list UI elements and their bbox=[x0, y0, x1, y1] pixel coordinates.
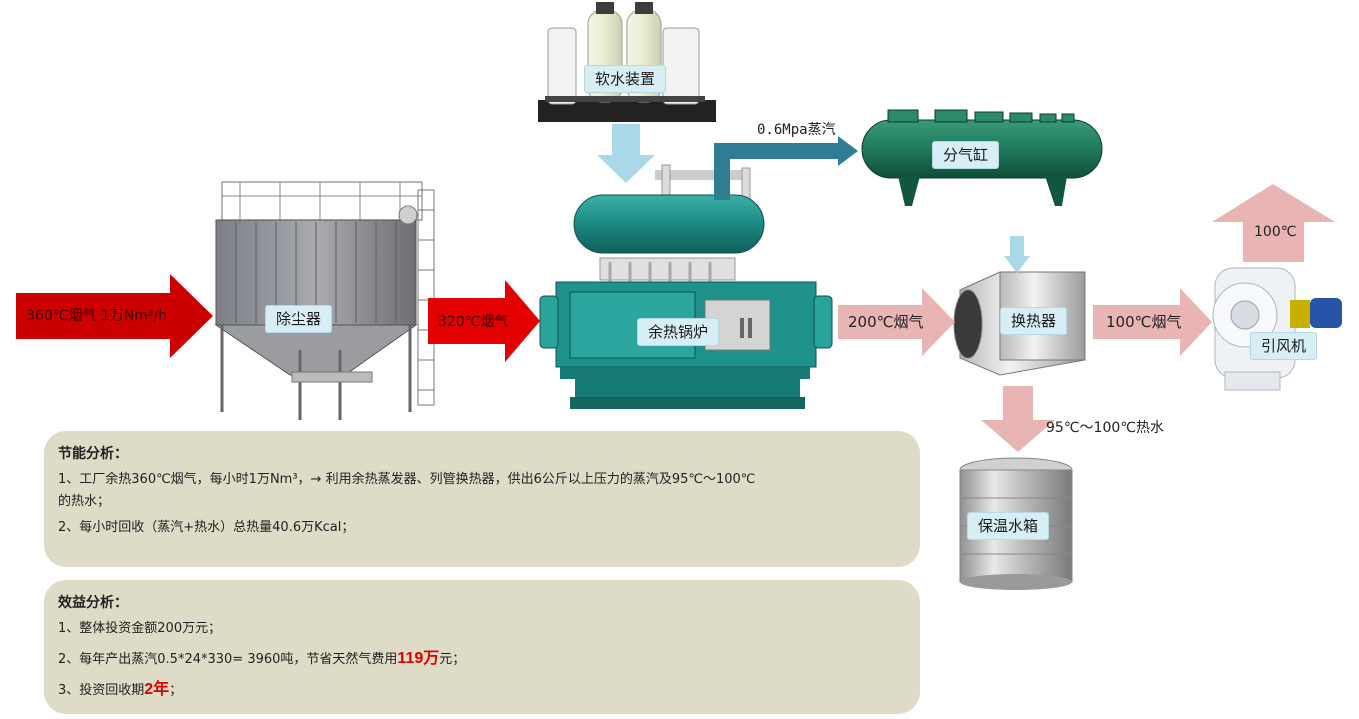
soft-water-label: 软水装置 bbox=[584, 65, 667, 93]
benefit-analysis-line-3: 3、投资回收期2年； bbox=[58, 679, 920, 702]
benefit-analysis-panel: 效益分析： 1、整体投资金额200万元； 2、每年产出蒸汽0.5*24*330=… bbox=[44, 580, 920, 714]
flue-100-text: 100℃烟气 bbox=[1106, 313, 1182, 331]
hot-water-arrow bbox=[981, 386, 1055, 452]
energy-analysis-title: 节能分析： bbox=[58, 446, 128, 462]
hot-water-text: 95℃～100℃热水 bbox=[1046, 420, 1164, 436]
benefit-line-3-suffix: ； bbox=[169, 683, 183, 698]
flue-320-arrow bbox=[428, 280, 540, 362]
heat-exchanger-label: 换热器 bbox=[1000, 307, 1068, 335]
benefit-analysis-line-2: 2、每年产出蒸汽0.5*24*330= 3960吨，节省天然气费用119万元； bbox=[58, 648, 920, 671]
payback-period-highlight: 2年 bbox=[144, 681, 170, 698]
soft-water-arrow bbox=[597, 124, 655, 183]
flue-320-text: 320℃烟气 bbox=[438, 314, 509, 330]
benefit-line-3-text: 3、投资回收期 bbox=[58, 683, 145, 698]
flue-200-arrow bbox=[838, 288, 955, 356]
energy-analysis-line-1: 1、工厂余热360℃烟气，每小时1万Nm³，→ 利用余热蒸发器、列管换热器，供出… bbox=[58, 472, 756, 487]
flue-100-arrow bbox=[1093, 288, 1212, 356]
steam-header-label: 分气缸 bbox=[932, 141, 1000, 169]
soft-water-unit-image bbox=[538, 2, 716, 122]
induced-fan-label: 引风机 bbox=[1250, 332, 1318, 360]
benefit-savings-highlight: 119万 bbox=[397, 650, 440, 667]
waste-heat-boiler-image bbox=[539, 164, 833, 409]
exhaust-arrow bbox=[1212, 184, 1335, 262]
dust-collector-label: 除尘器 bbox=[265, 305, 333, 333]
induced-fan-image bbox=[1212, 267, 1342, 391]
dust-collector-image bbox=[214, 181, 435, 420]
steam-text: 0.6Mpa蒸汽 bbox=[757, 122, 836, 138]
benefit-analysis-title: 效益分析： bbox=[58, 595, 128, 611]
energy-analysis-line-2: 2、每小时回收（蒸汽+热水）总热量40.6万Kcal； bbox=[58, 520, 355, 535]
benefit-line-2-suffix: 元； bbox=[439, 652, 466, 667]
waste-heat-boiler-label: 余热锅炉 bbox=[637, 318, 720, 346]
steam-to-exchanger-arrow bbox=[1004, 236, 1030, 273]
flue-inlet-text: 360℃烟气 1万Nm³/h bbox=[26, 308, 168, 324]
flue-200-text: 200℃烟气 bbox=[848, 313, 924, 331]
energy-analysis-panel: 节能分析： 1、工厂余热360℃烟气，每小时1万Nm³，→ 利用余热蒸发器、列管… bbox=[44, 431, 920, 567]
energy-analysis-line-1b: 的热水； bbox=[58, 494, 111, 509]
steam-pipe-arrow bbox=[714, 136, 858, 200]
flue-inlet-arrow bbox=[16, 274, 213, 358]
exhaust-text: 100℃ bbox=[1254, 224, 1297, 240]
benefit-line-2-text: 2、每年产出蒸汽0.5*24*330= 3960吨，节省天然气费用 bbox=[58, 652, 398, 667]
benefit-analysis-line-1: 1、整体投资金额200万元； bbox=[58, 621, 222, 636]
insulated-tank-image bbox=[959, 457, 1073, 590]
insulated-tank-label: 保温水箱 bbox=[967, 512, 1050, 540]
